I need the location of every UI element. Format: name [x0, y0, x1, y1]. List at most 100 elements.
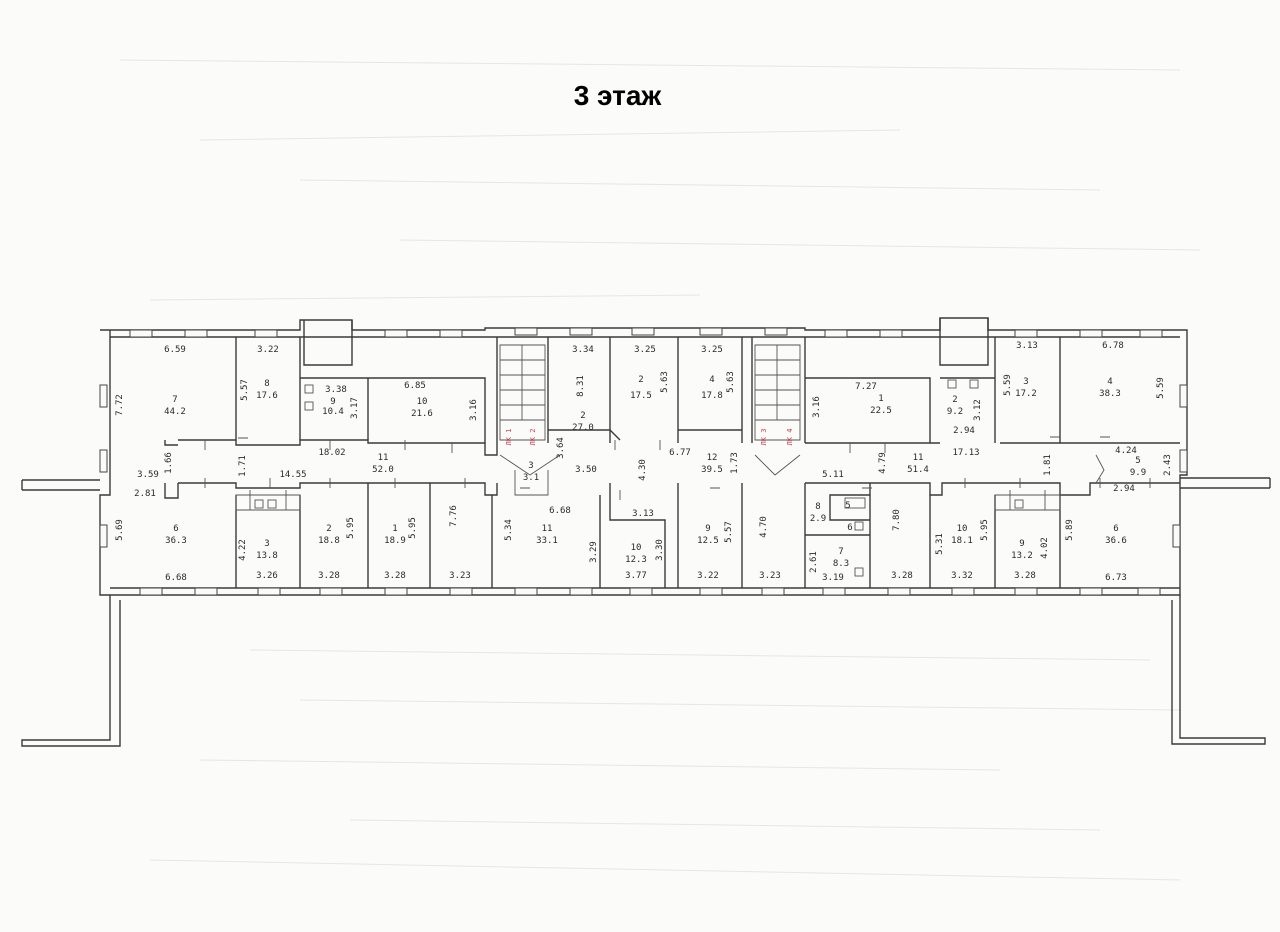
scan-noise — [119, 59, 1201, 881]
plan-label: 3.32 — [951, 571, 973, 581]
plan-label: 3.28 — [1014, 571, 1036, 581]
plan-label: 3.38 — [325, 385, 347, 395]
plan-label: 6 — [847, 523, 852, 533]
plan-label: 13.8 — [256, 551, 278, 561]
plan-label: 2.94 — [953, 426, 975, 436]
plan-label: 5.11 — [822, 470, 844, 480]
plan-label: 9 — [1019, 539, 1024, 549]
plan-label: 9 — [705, 524, 710, 534]
plan-label: 9.2 — [947, 407, 963, 417]
plan-label: 7.80 — [892, 509, 902, 531]
plan-label: 6.78 — [1102, 341, 1124, 351]
plan-label: 2 — [326, 524, 331, 534]
plan-label: 3 — [528, 461, 533, 471]
page-title: 3 этаж — [573, 80, 662, 111]
plan-label: 3.28 — [891, 571, 913, 581]
plan-label: 6.85 — [404, 381, 426, 391]
plan-label: 38.3 — [1099, 389, 1121, 399]
plan-label: 17.6 — [256, 391, 278, 401]
plan-label: 6 — [1113, 524, 1118, 534]
plan-label: 21.6 — [411, 409, 433, 419]
plan-label: 9 — [330, 397, 335, 407]
plan-label: 1.73 — [730, 452, 740, 474]
plan-label: 3.16 — [469, 399, 479, 421]
plan-label: 6.68 — [549, 506, 571, 516]
plan-label: 17.8 — [701, 391, 723, 401]
plan-label: 3.23 — [759, 571, 781, 581]
plan-label: 6.68 — [165, 573, 187, 583]
plan-label: 3 — [264, 539, 269, 549]
plan-label: 4.02 — [1040, 537, 1050, 559]
plan-label: 7.27 — [855, 382, 877, 392]
plan-label: 27.0 — [572, 423, 594, 433]
stair-label: ЛК 3 — [760, 429, 768, 446]
plan-label: 2.81 — [134, 489, 156, 499]
plan-label: 13.2 — [1011, 551, 1033, 561]
plan-label: 3.25 — [634, 345, 656, 355]
plan-label: 52.0 — [372, 465, 394, 475]
plan-label: 7 — [172, 395, 177, 405]
plan-label: 2.43 — [1163, 454, 1173, 476]
plan-label: 2.94 — [1113, 484, 1135, 494]
plan-label: 3.13 — [632, 509, 654, 519]
plan-label: 2.9 — [810, 514, 826, 524]
plan-label: 14.55 — [279, 470, 306, 480]
plan-label: 3.12 — [973, 399, 983, 421]
plan-label: 3.22 — [257, 345, 279, 355]
plan-label: 5.63 — [660, 371, 670, 393]
plan-label: 36.6 — [1105, 536, 1127, 546]
plan-label: 2 — [638, 375, 643, 385]
plan-label: 6.77 — [669, 448, 691, 458]
fixtures — [254, 379, 1024, 577]
plan-label: 3.1 — [523, 473, 539, 483]
plan-label: 3.28 — [318, 571, 340, 581]
building-outline — [21, 317, 1271, 747]
plan-label: 3.77 — [625, 571, 647, 581]
plan-label: 10 — [957, 524, 968, 534]
windows — [99, 327, 1188, 596]
plan-label: 8 — [815, 502, 820, 512]
plan-label: 3.22 — [697, 571, 719, 581]
plan-label: 22.5 — [870, 406, 892, 416]
plan-label: 6.59 — [164, 345, 186, 355]
stair-label: ЛК 1 — [505, 429, 513, 446]
plan-label: 5 — [845, 501, 850, 511]
plan-label: 17.5 — [630, 391, 652, 401]
plan-label: 3.30 — [655, 539, 665, 561]
plan-label: 3.64 — [556, 437, 566, 459]
plan-label: 5.69 — [115, 519, 125, 541]
plan-label: 6.73 — [1105, 573, 1127, 583]
room-walls — [204, 337, 1151, 588]
plan-label: 5.59 — [1156, 377, 1166, 399]
plan-label: 12.5 — [697, 536, 719, 546]
plan-label: 18.8 — [318, 536, 340, 546]
plan-label: 44.2 — [164, 407, 186, 417]
plan-label: 8.31 — [576, 375, 586, 397]
plan-label: 4 — [709, 375, 714, 385]
plan-label: 5.95 — [346, 517, 356, 539]
plan-label: 5.57 — [240, 379, 250, 401]
stair-label: ЛК 4 — [786, 429, 794, 446]
plan-label: 9.9 — [1130, 468, 1146, 478]
plan-label: 5.95 — [980, 519, 990, 541]
plan-label: 3.25 — [701, 345, 723, 355]
plan-label: 10.4 — [322, 407, 344, 417]
plan-label: 7.72 — [115, 394, 125, 416]
plan-label: 1.81 — [1043, 454, 1053, 476]
plan-label: 2.61 — [809, 551, 819, 573]
plan-label: 5.89 — [1065, 519, 1075, 541]
plan-label: 3.34 — [572, 345, 594, 355]
plan-label: 39.5 — [701, 465, 723, 475]
plan-label: 51.4 — [907, 465, 929, 475]
corridor-walls — [164, 430, 1180, 499]
plan-label: 11 — [542, 524, 553, 534]
plan-label: 8.3 — [833, 559, 849, 569]
plan-label: 7 — [838, 547, 843, 557]
plan-label: 3.50 — [575, 465, 597, 475]
plan-label: 17.13 — [952, 448, 979, 458]
plan-label: 2 — [580, 411, 585, 421]
plan-label: 8 — [264, 379, 269, 389]
plan-label: 36.3 — [165, 536, 187, 546]
plan-label: 1.71 — [238, 455, 248, 477]
plan-label: 33.1 — [536, 536, 558, 546]
